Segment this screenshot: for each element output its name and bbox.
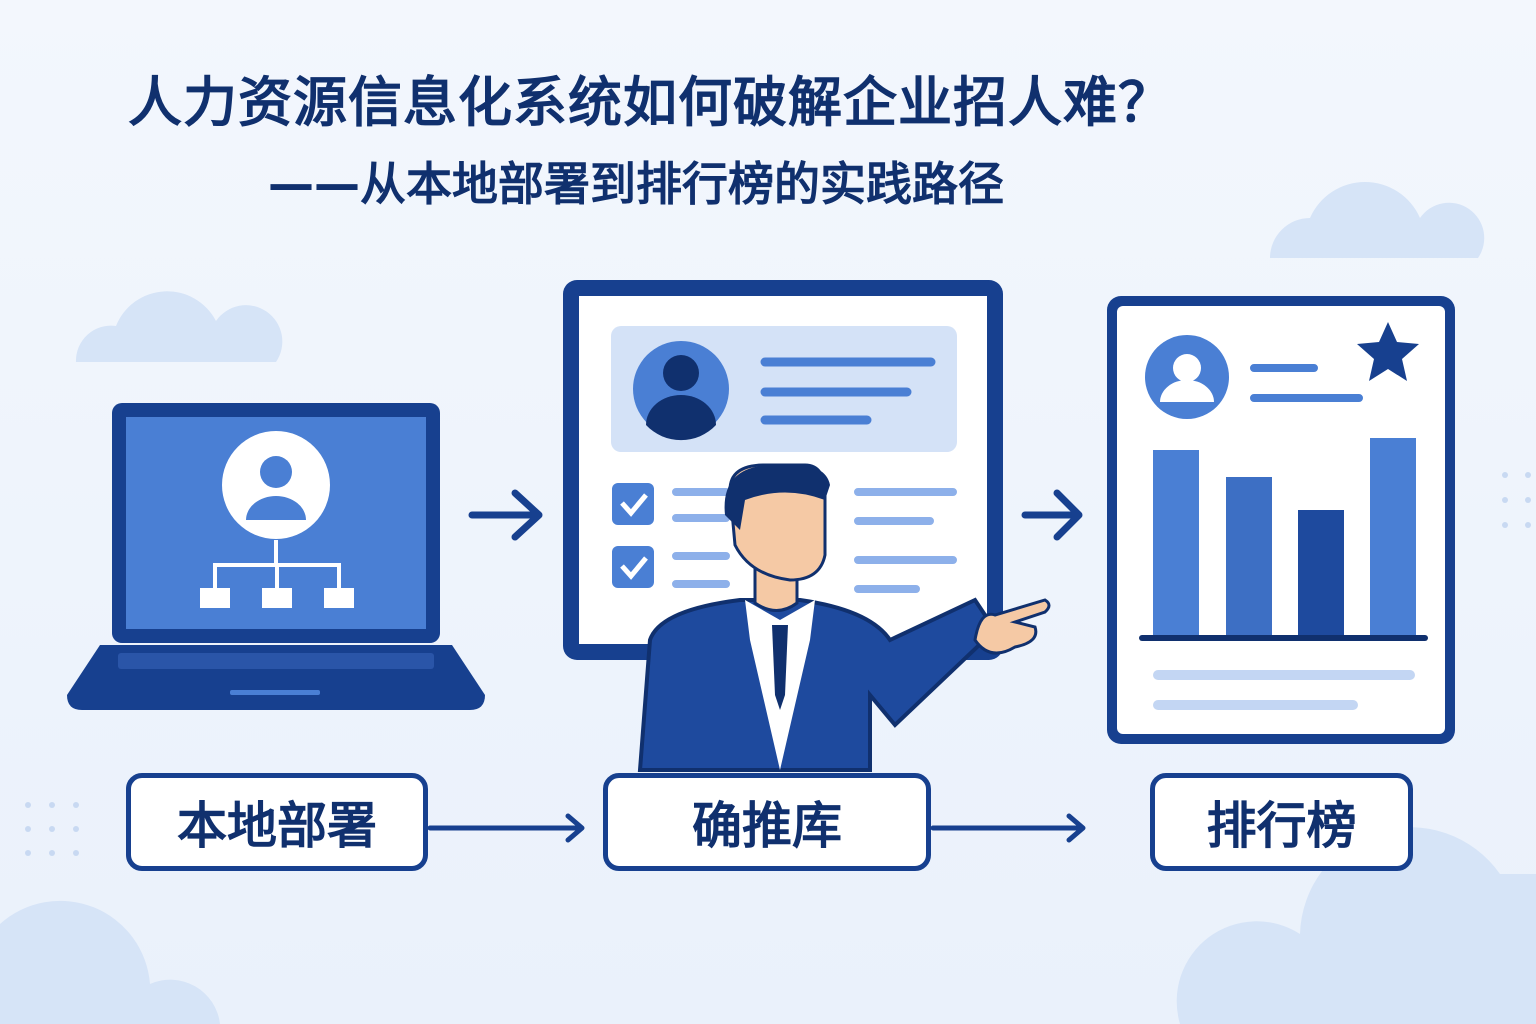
arrow-right-icon <box>427 813 585 843</box>
checkbox-icon <box>612 546 654 588</box>
bar <box>1153 450 1199 638</box>
arrow-right-icon <box>930 813 1086 843</box>
cloud-decoration <box>0 181 1536 1024</box>
laptop-icon <box>67 403 485 710</box>
dots-decoration <box>25 472 1531 856</box>
step-label-talent-pool: 确推库 <box>603 773 931 871</box>
bar <box>1298 510 1344 638</box>
step-label-local-deployment: 本地部署 <box>126 773 428 871</box>
arrow-right-icon <box>1021 489 1083 541</box>
page-title: 人力资源信息化系统如何破解企业招人难？ <box>128 71 1173 134</box>
checkbox-icon <box>612 483 654 525</box>
step-label-ranking: 排行榜 <box>1150 773 1413 871</box>
bar <box>1226 477 1272 638</box>
ranking-card <box>1107 296 1455 744</box>
arrow-right-icon <box>468 489 543 541</box>
presenter-person <box>637 463 1051 772</box>
star-icon <box>1357 322 1419 381</box>
bar <box>1370 438 1416 638</box>
page-subtitle: ——从本地部署到排行榜的实践路径 <box>268 157 1004 211</box>
